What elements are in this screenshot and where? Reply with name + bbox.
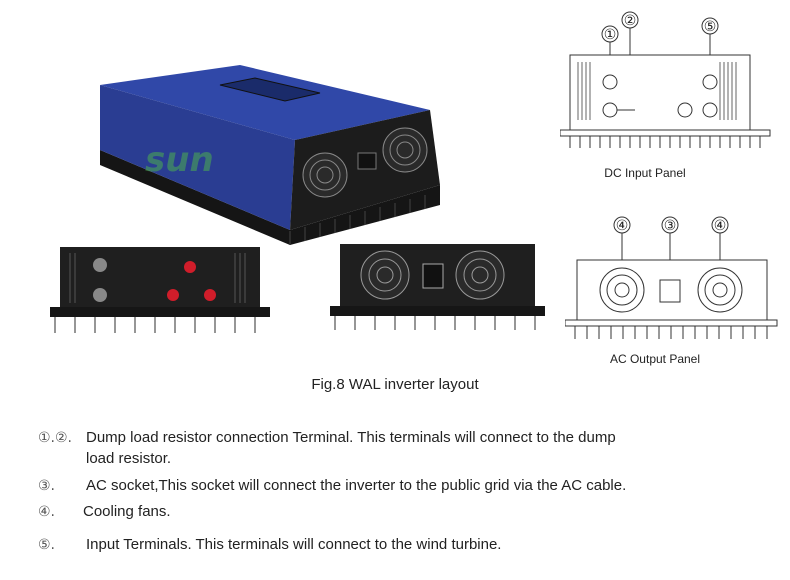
marker-4-right: ④ — [714, 218, 727, 234]
marker-4-left: ④ — [616, 218, 629, 234]
legend-item-4: ④. Cooling fans. — [38, 502, 171, 522]
legend-item-1-2-continued: load resistor. — [86, 450, 172, 467]
legend-num: ④. — [38, 504, 56, 520]
dc-input-panel-diagram: ① ② ⑤ — [560, 10, 780, 155]
inverter-photo — [90, 55, 450, 245]
legend-text: Dump load resistor connection Terminal. … — [86, 429, 616, 446]
legend-text: Input Terminals. This terminals will con… — [86, 536, 502, 553]
ac-panel-label: AC Output Panel — [609, 352, 701, 366]
dc-panel-label: DC Input Panel — [604, 166, 686, 180]
figure-caption: Fig.8 WAL inverter layout — [311, 376, 479, 393]
legend-num: ①.②. — [38, 430, 73, 446]
dc-panel-photo — [45, 245, 270, 335]
marker-3: ③ — [664, 218, 677, 234]
legend-item-5: ⑤. Input Terminals. This terminals will c… — [38, 535, 501, 555]
marker-5: ⑤ — [704, 19, 717, 35]
legend-item-3: ③. AC socket,This socket will connect the… — [38, 476, 626, 496]
marker-2: ② — [624, 13, 637, 29]
ac-output-panel-diagram: ④ ③ ④ — [565, 215, 780, 345]
legend-item-1-2: ①.②. Dump load resistor connection Termin… — [38, 428, 616, 448]
legend-num: ③. — [38, 478, 56, 494]
legend-text: AC socket,This socket will connect the i… — [86, 477, 627, 494]
ac-panel-photo — [325, 242, 550, 332]
watermark: sun — [145, 140, 214, 180]
legend-num: ⑤. — [38, 537, 56, 553]
legend-text: Cooling fans. — [83, 503, 171, 520]
marker-1: ① — [604, 27, 617, 43]
